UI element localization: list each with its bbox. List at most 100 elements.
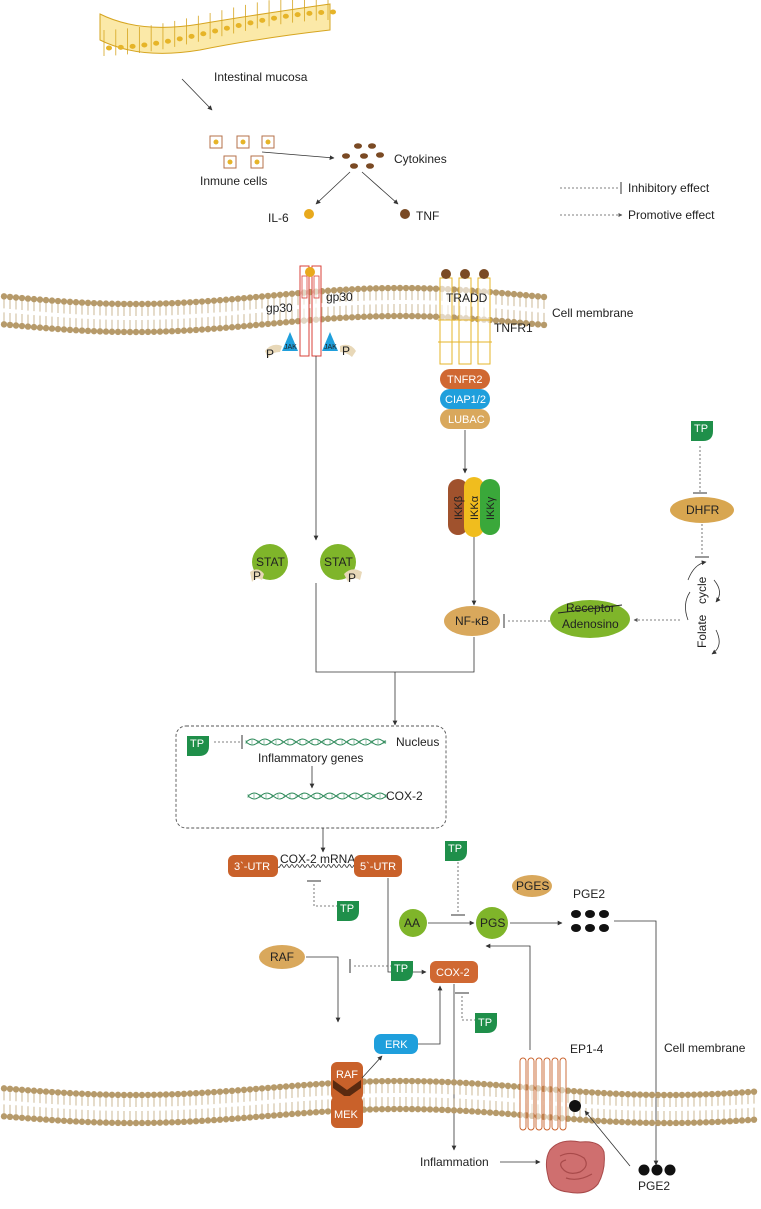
cytokines-to-il6-arrow [315,171,351,205]
pge2-to-ep-arrow [584,1110,631,1167]
il6-ball [304,209,314,219]
mek-to-erk-arrow [361,1055,383,1079]
tradd-label: TRADD [446,291,488,305]
tp-inhibits-mrna [313,882,338,907]
stat-left-p-label: P [253,569,261,583]
mek-label: MEK [334,1109,359,1121]
erk-box [374,1034,418,1054]
cox2-box [430,961,478,983]
erk-to-cox2-arrow [418,985,443,1045]
utr3-label: 3`-UTR [234,861,270,873]
pge2-bound-dot [569,1100,581,1112]
stat-right-label: STAT [324,555,354,569]
gp30-left-label: gp30 [266,301,293,315]
pge2-bottom-label: PGE2 [638,1179,670,1193]
utr5-label: 5`-UTR [360,861,396,873]
cox2-gene-label: COX-2 [386,789,423,803]
cox2-label: COX-2 [436,967,470,979]
immune-to-cytokines-arrow [261,151,335,161]
dhfr-node [670,497,734,523]
ciap-label: CIAP1/2 [445,394,486,406]
svg-text:JAK: JAK [284,344,297,351]
cytokines-label: Cytokines [394,152,447,166]
tnf-label: TNF [416,209,439,223]
raf-top-node [259,945,305,969]
p-left-label: P [266,347,274,361]
cell-membrane-top-label: Cell membrane [552,306,634,320]
green-leaf-icon [337,901,359,921]
tp-mrna-label: TP [340,903,354,915]
green-leaf-icon [691,421,713,441]
raf-label: RAF [336,1069,358,1081]
pge2-dots-top [571,910,609,932]
intestinal-mucosa-label: Intestinal mucosa [214,70,308,84]
raf-to-membrane-arrow [306,956,341,1023]
mek-box [331,1096,363,1128]
ep14-label: EP1-4 [570,1042,604,1056]
raf-mek-chevron [333,1080,361,1098]
jak-left: JAK [282,332,298,351]
immune-cells-label: Inmune cells [200,174,267,188]
inflammation-label: Inflammation [420,1155,489,1169]
folate-label: Folate [695,614,709,648]
dhfr-label: DHFR [686,503,720,517]
mrna-to-cox2-arrow [387,878,427,975]
lubac-label: LUBAC [448,414,485,426]
ep-to-cox2-arrow [485,943,531,1050]
ikka-box [464,477,484,537]
inflammatory-genes-label: Inflammatory genes [258,751,363,765]
stat-right [320,544,356,580]
folate-cycle-arrow-4 [685,591,691,621]
intestine-icon [545,1140,605,1194]
pgs-label: PGS [480,916,505,930]
pges-node [512,875,552,897]
nfkb-label: NF-κB [455,614,489,628]
cox2-mrna-label: COX-2 mRNA [280,852,355,866]
gp30-receptor [299,265,322,357]
cycle-label: cycle [695,576,709,604]
tnfr1-receptor [438,269,492,365]
gp30-right-label: gp30 [326,290,353,304]
aa-node [399,909,427,937]
folate-cycle-arrow-1 [687,560,707,581]
nucleus-label: Nucleus [396,735,439,749]
tnfr1-label: TNFR1 [494,321,533,335]
tp-raf-label: TP [394,963,408,975]
cytokines-to-tnf-arrow [361,171,399,205]
intestinal-epithelium-icon [99,0,336,56]
ciap-box [440,389,490,409]
stat-left-label: STAT [256,555,286,569]
dna-helix-icon [245,738,387,746]
tp-dhfr-label: TP [694,423,708,435]
adenosino-label: Adenosino [562,617,619,631]
pgs-node [476,907,508,939]
dna-helix-icon [247,792,387,800]
pges-label: PGES [516,879,549,893]
ep14-receptor [519,1057,567,1131]
ikkb-box [448,479,468,535]
pge2-top-label: PGE2 [573,887,605,901]
mucosa-to-immune-arrow [181,78,213,111]
stat-right-p-label: P [348,571,356,585]
green-leaf-icon [445,841,467,861]
pge2-release-arrow [614,920,659,1166]
tp-cox2-label: TP [478,1017,492,1029]
stat-right-phosphate [344,569,362,582]
tnfr2-label: TNFR2 [447,374,482,386]
receptor-label: Receptor [566,601,615,615]
adenosine-receptor [550,600,630,638]
mrna-wave [277,863,355,869]
green-leaf-icon [391,961,413,981]
immune-cell-icon [209,135,275,169]
p-right-label: P [342,344,350,358]
stat-left-phosphate [250,569,264,582]
tp-pgs-label: TP [448,843,462,855]
ikkg-box [480,479,500,535]
legend-inhibitory-label: Inhibitory effect [628,181,710,195]
tp-inhibits-cox2 [461,994,476,1021]
green-leaf-icon [475,1013,497,1033]
cell-membrane-bottom [0,1077,758,1127]
nucleus-box [175,725,447,829]
ikkb-label: IKKβ [453,496,465,520]
